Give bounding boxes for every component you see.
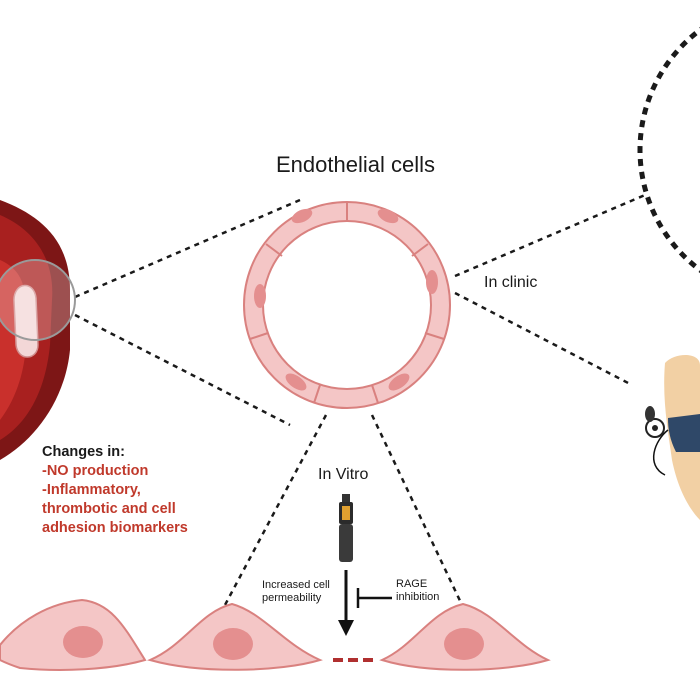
e-cigarette-icon bbox=[339, 494, 353, 562]
inhibition-bar-icon bbox=[356, 588, 392, 608]
endothelial-cell-1 bbox=[0, 598, 147, 671]
change-item: adhesion biomarkers bbox=[42, 520, 188, 536]
blood-vessel-illustration bbox=[0, 200, 76, 460]
change-item: -NO production bbox=[42, 463, 149, 479]
zoom-lines bbox=[74, 193, 646, 606]
increased-permeability-label: Increased cell permeability bbox=[262, 579, 330, 604]
arrow-down-icon bbox=[338, 570, 354, 636]
change-item: thrombotic and cell bbox=[42, 501, 176, 517]
endothelial-ring bbox=[243, 201, 451, 409]
endothelial-cell-2 bbox=[146, 602, 323, 671]
blood-pressure-cuff-icon bbox=[645, 406, 700, 476]
endothelial-cell-3 bbox=[379, 602, 551, 671]
change-item: -Inflammatory, bbox=[42, 482, 141, 498]
rage-inhibition-label: RAGE inhibition bbox=[396, 578, 440, 603]
endothelial-cells-title: Endothelial cells bbox=[276, 152, 435, 177]
zoom-circle bbox=[637, 26, 700, 274]
in-clinic-label: In clinic bbox=[484, 274, 538, 291]
changes-list: Changes in: -NO production -Inflammatory… bbox=[42, 443, 188, 538]
changes-heading: Changes in: bbox=[42, 444, 125, 460]
in-vitro-label: In Vitro bbox=[318, 466, 369, 483]
